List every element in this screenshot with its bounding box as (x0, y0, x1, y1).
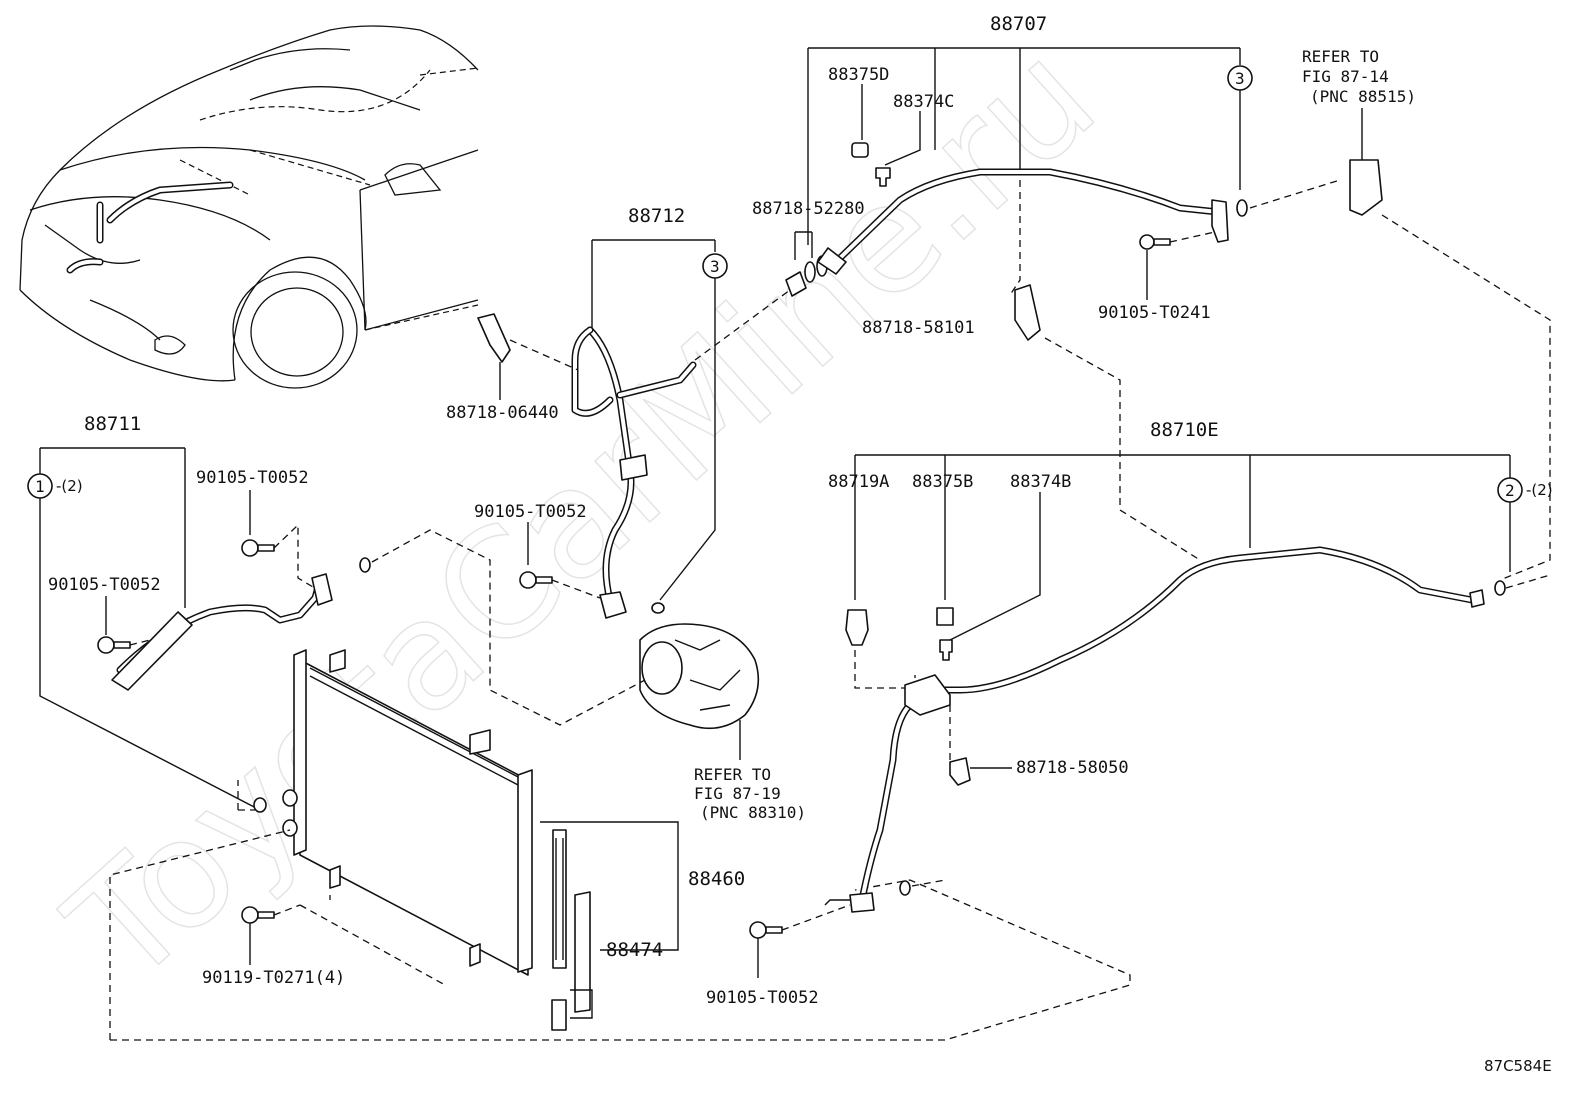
label-88718-52280: 88718-52280 (752, 199, 865, 219)
ref-compressor-line3: (PNC 88310) (700, 803, 806, 822)
label-90105-t0052-left-top: 90105-T0052 (196, 468, 309, 488)
callout-2-qty: -(2) (1526, 481, 1553, 499)
valve-core-88374c (875, 167, 891, 187)
o-ring-88710e-bottom (899, 880, 911, 896)
callout-1-qty: -(2) (56, 477, 83, 495)
label-88474: 88474 (606, 939, 663, 961)
diagram-code: 87C584E (1484, 1057, 1552, 1075)
o-ring-88710e-end (1494, 580, 1506, 596)
label-90105-t0052-bottom: 90105-T0052 (706, 988, 819, 1008)
label-90105-t0241: 90105-T0241 (1098, 303, 1211, 323)
label-88374b: 88374B (1010, 472, 1071, 492)
seal-88375d (851, 142, 869, 158)
callout-1-text: 1 (35, 477, 45, 496)
ref-compressor-line1: REFER TO (694, 765, 771, 784)
ref-compressor-line2: FIG 87-19 (694, 784, 781, 803)
fitting-88712-end (599, 591, 627, 619)
bolt-90105-t0052-bottom (749, 921, 767, 939)
label-90119-t0271: 90119-T0271(4) (202, 968, 345, 988)
filter-88474 (574, 891, 591, 1013)
bolt-90119-t0271 (241, 906, 259, 924)
label-88710e: 88710E (1150, 419, 1219, 441)
label-88460: 88460 (688, 868, 745, 890)
valve-core-88374b (939, 639, 953, 661)
pressure-switch-88719a (845, 609, 869, 646)
ref-top-line2: FIG 87-14 (1302, 67, 1389, 86)
vehicle-illustration (19, 25, 479, 389)
label-88718-58101: 88718-58101 (862, 318, 975, 338)
o-ring-b (804, 261, 816, 283)
clamp-88718-06440 (477, 313, 511, 363)
clamp-88718-58101 (1014, 284, 1041, 341)
label-88707: 88707 (990, 13, 1047, 35)
expansion-valve (1349, 159, 1383, 216)
plug-88474 (551, 999, 567, 1031)
label-88718-06440: 88718-06440 (446, 403, 559, 423)
o-ring-condenser (253, 797, 267, 813)
callout-3-mid-text: 3 (710, 257, 720, 276)
o-ring-88712 (651, 602, 665, 614)
label-88375b: 88375B (912, 472, 973, 492)
bolt-90105-t0052-mid (519, 571, 537, 589)
label-88719a: 88719A (828, 472, 889, 492)
clamp-88718-58050 (949, 757, 971, 786)
label-90105-t0052-mid: 90105-T0052 (474, 502, 587, 522)
label-88374c: 88374C (893, 92, 954, 112)
label-88718-58050: 88718-58050 (1016, 758, 1129, 778)
bolt-90105-t0052-left (97, 636, 115, 654)
bolt-90105-t0241 (1139, 234, 1155, 250)
label-88375d: 88375D (828, 65, 889, 85)
fitting-88710e-bottom (849, 892, 875, 913)
o-ring-88707 (1236, 199, 1248, 217)
bolt-90105-t0052-left-top (241, 539, 259, 557)
service-block (904, 674, 951, 716)
ref-top-line3: (PNC 88515) (1310, 87, 1416, 106)
o-ring-88711 (359, 557, 371, 573)
bracket-88711 (111, 611, 193, 691)
label-88711: 88711 (84, 413, 141, 435)
callout-3-top-text: 3 (1235, 69, 1245, 88)
ref-top-line1: REFER TO (1302, 47, 1379, 66)
fitting-88707-end (817, 247, 847, 275)
block-88707 (1211, 199, 1229, 243)
fitting-52280 (785, 271, 807, 297)
label-88712: 88712 (628, 205, 685, 227)
desiccant-88474 (552, 829, 567, 969)
callout-2-text: 2 (1505, 481, 1515, 500)
label-90105-t0052-left: 90105-T0052 (48, 575, 161, 595)
fitting-88711-end (311, 573, 333, 606)
condenser-88460 (282, 649, 533, 976)
seal-88375b (936, 607, 954, 626)
